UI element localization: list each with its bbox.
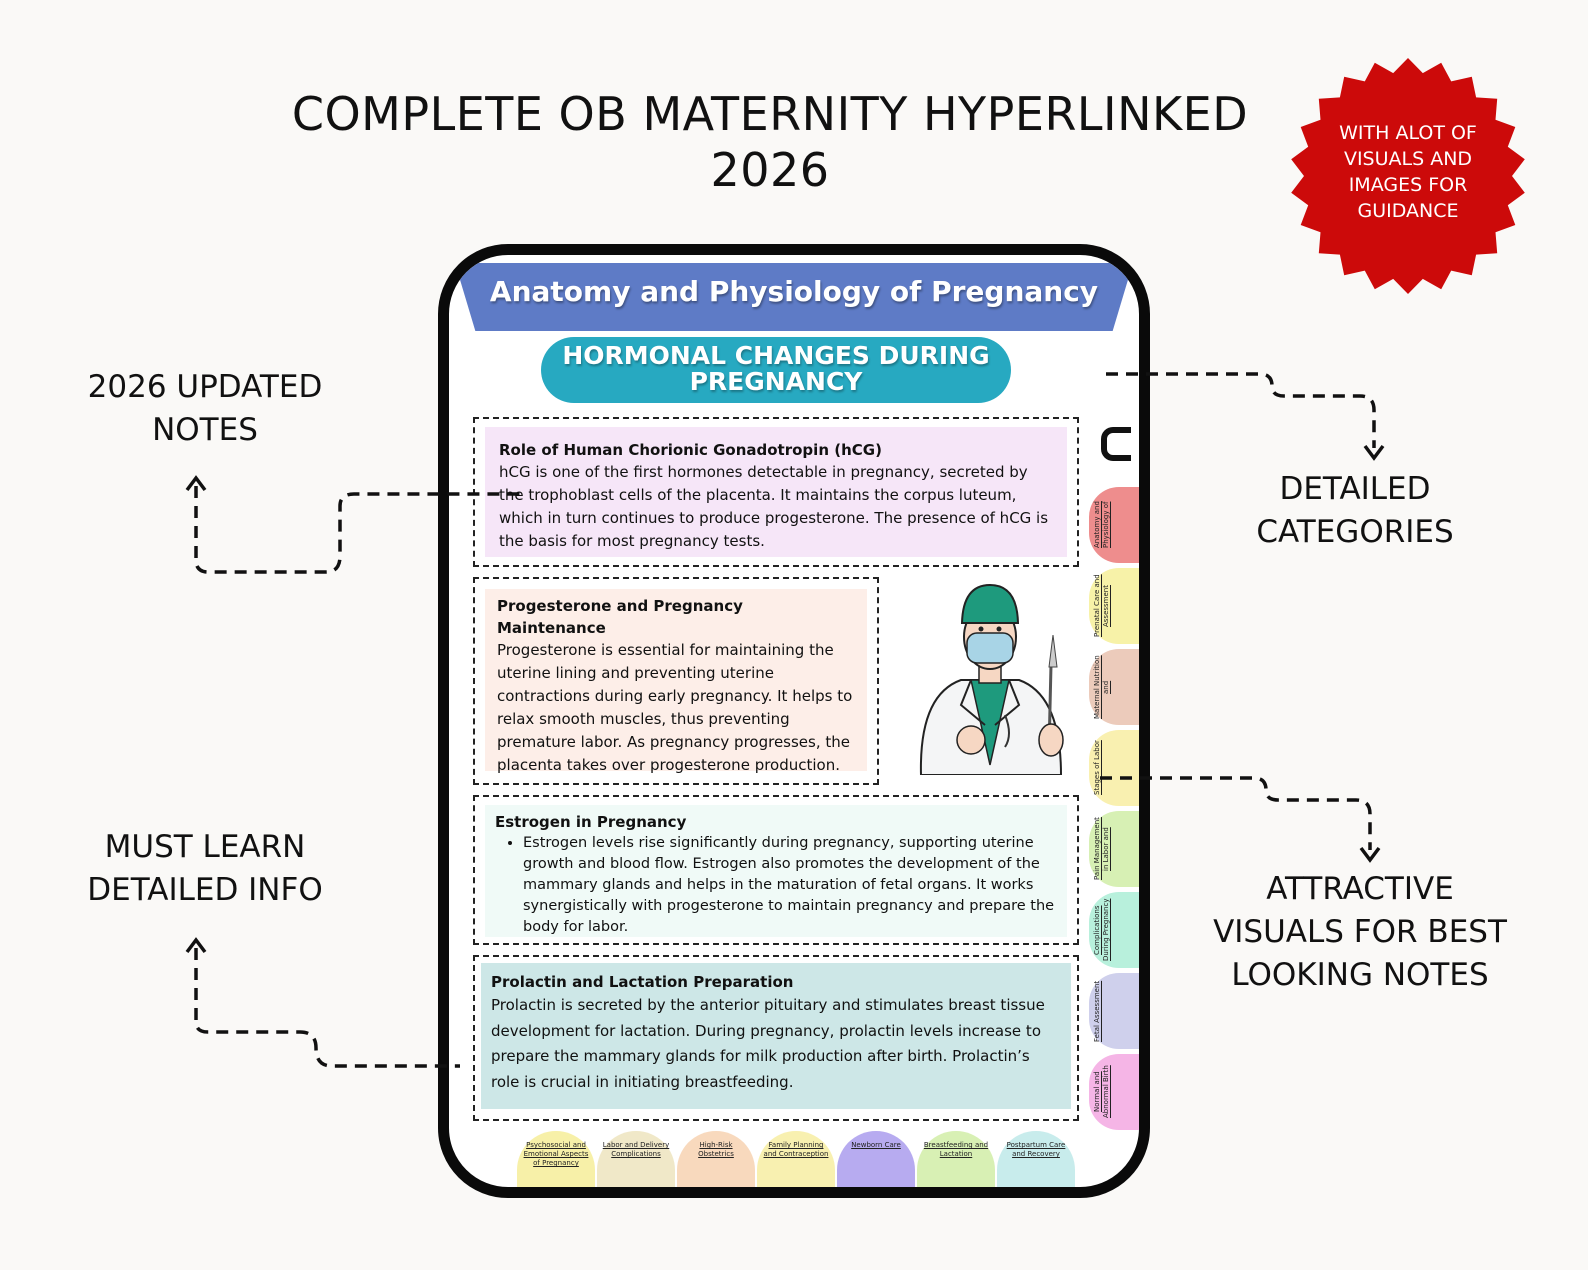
- main-title: COMPLETE OB MATERNITY HYPERLINKED 2026: [260, 86, 1280, 198]
- card-hcg: Role of Human Chorionic Gonadotropin (hC…: [473, 417, 1079, 567]
- side-tab-label: Fetal Assessment: [1093, 980, 1101, 1042]
- card-heading: Estrogen in Pregnancy: [495, 813, 687, 831]
- section-pill: [541, 337, 1011, 403]
- bottom-tab-label: Newborn Care: [851, 1141, 901, 1149]
- card-prolactin: Prolactin and Lactation Preparation Prol…: [473, 955, 1079, 1121]
- callout-line: DETAILED INFO: [87, 872, 323, 908]
- seal-line: VISUALS AND: [1343, 148, 1473, 170]
- bottom-tab[interactable]: Postpartum Care and Recovery: [997, 1131, 1075, 1187]
- side-tab-label: Stages of Labor: [1093, 740, 1101, 796]
- side-tab-label: Complications During Pregnancy: [1093, 898, 1110, 962]
- bottom-tab-label: Psychosocial and Emotional Aspects of Pr…: [523, 1141, 589, 1167]
- bottom-tab[interactable]: Family Planning and Contraception: [757, 1131, 835, 1187]
- card-body: Progesterone is essential for maintainin…: [497, 641, 853, 774]
- callout-attractive-visuals: ATTRACTIVE VISUALS FOR BEST LOOKING NOTE…: [1190, 868, 1530, 997]
- card-body: hCG is one of the first hormones detecta…: [499, 463, 1049, 550]
- card-heading: Prolactin and Lactation Preparation: [491, 973, 794, 991]
- callout-must-learn: MUST LEARN DETAILED INFO: [60, 826, 350, 912]
- bottom-tab-label: High-Risk Obstetrics: [698, 1141, 734, 1158]
- bottom-tab[interactable]: Psychosocial and Emotional Aspects of Pr…: [517, 1131, 595, 1187]
- seal-text: WITH ALOT OF VISUALS AND IMAGES FOR GUID…: [1318, 120, 1498, 224]
- side-tab-label: Maternal Nutrition and: [1093, 655, 1110, 719]
- card-body: Prolactin is secreted by the anterior pi…: [491, 996, 1045, 1091]
- callout-line: VISUALS FOR BEST: [1213, 914, 1507, 950]
- card-estrogen: Estrogen in Pregnancy Estrogen levels ri…: [473, 795, 1079, 945]
- seal-line: IMAGES FOR: [1348, 174, 1468, 196]
- bottom-tab-label: Postpartum Care and Recovery: [1006, 1141, 1066, 1158]
- card-progesterone: Progesterone and Pregnancy Maintenance P…: [473, 577, 879, 785]
- side-tab-label: Anatomy and Physiology of: [1093, 501, 1110, 549]
- callout-line: NOTES: [152, 412, 258, 448]
- side-tab-label: Normal and Abnormal Birth: [1093, 1065, 1110, 1119]
- side-tab[interactable]: Maternal Nutrition and: [1089, 649, 1139, 725]
- seal-badge-icon: [1291, 58, 1525, 294]
- arrow-down-icon: [1359, 846, 1381, 863]
- bottom-tab[interactable]: Breastfeeding and Lactation: [917, 1131, 995, 1187]
- bottom-tab-label: Breastfeeding and Lactation: [923, 1141, 989, 1158]
- callout-detailed-categories: DETAILED CATEGORIES: [1230, 468, 1480, 554]
- card-heading: Progesterone and Pregnancy Maintenance: [497, 597, 743, 637]
- side-tab[interactable]: Stages of Labor: [1089, 730, 1139, 806]
- section-title-line: HORMONAL CHANGES DURING: [562, 341, 990, 370]
- main-title-line2: 2026: [710, 143, 830, 197]
- callout-line: MUST LEARN: [104, 829, 306, 865]
- seal-line: WITH ALOT OF: [1339, 122, 1477, 144]
- callout-line: CATEGORIES: [1256, 514, 1454, 550]
- section-title-line: PREGNANCY: [689, 367, 863, 396]
- bottom-tab-label: Labor and Delivery Complications: [602, 1141, 670, 1158]
- bottom-tab[interactable]: Labor and Delivery Complications: [597, 1131, 675, 1187]
- bottom-tab[interactable]: Newborn Care: [837, 1131, 915, 1187]
- doctor-illustration-icon: [919, 583, 1064, 775]
- card-bullet: Estrogen levels rise significantly durin…: [523, 833, 1057, 938]
- tablet-frame: Anatomy and Physiology of Pregnancy HORM…: [438, 244, 1150, 1198]
- callout-line: ATTRACTIVE: [1266, 871, 1454, 907]
- page-title: Anatomy and Physiology of Pregnancy: [489, 275, 1099, 308]
- callout-line: DETAILED: [1279, 471, 1431, 507]
- bottom-tab[interactable]: High-Risk Obstetrics: [677, 1131, 755, 1187]
- main-title-line1: COMPLETE OB MATERNITY HYPERLINKED: [291, 87, 1249, 141]
- callout-line: 2026 UPDATED: [87, 369, 323, 405]
- bottom-tab-label: Family Planning and Contraception: [763, 1141, 829, 1158]
- side-tab[interactable]: Anatomy and Physiology of: [1089, 487, 1139, 563]
- arrow-up-icon: [185, 937, 207, 954]
- card-heading: Role of Human Chorionic Gonadotropin (hC…: [499, 441, 882, 459]
- side-tab[interactable]: Pain Management in Labor and: [1089, 811, 1139, 887]
- callout-updated-notes: 2026 UPDATED NOTES: [60, 366, 350, 452]
- side-tab-label: Prenatal Care and Assessment: [1093, 574, 1110, 638]
- side-tab[interactable]: Prenatal Care and Assessment: [1089, 568, 1139, 644]
- arrow-down-icon: [1363, 444, 1385, 461]
- tab-icon[interactable]: [1101, 427, 1131, 461]
- section-title: HORMONAL CHANGES DURING PREGNANCY: [541, 343, 1011, 395]
- arrow-up-icon: [185, 475, 207, 492]
- seal-line: GUIDANCE: [1357, 200, 1459, 222]
- page-banner: [455, 263, 1133, 331]
- side-tab[interactable]: Fetal Assessment: [1089, 973, 1139, 1049]
- side-tab-label: Pain Management in Labor and: [1093, 817, 1110, 881]
- callout-line: LOOKING NOTES: [1231, 957, 1489, 993]
- side-tab[interactable]: Normal and Abnormal Birth: [1089, 1054, 1139, 1130]
- side-tab[interactable]: Complications During Pregnancy: [1089, 892, 1139, 968]
